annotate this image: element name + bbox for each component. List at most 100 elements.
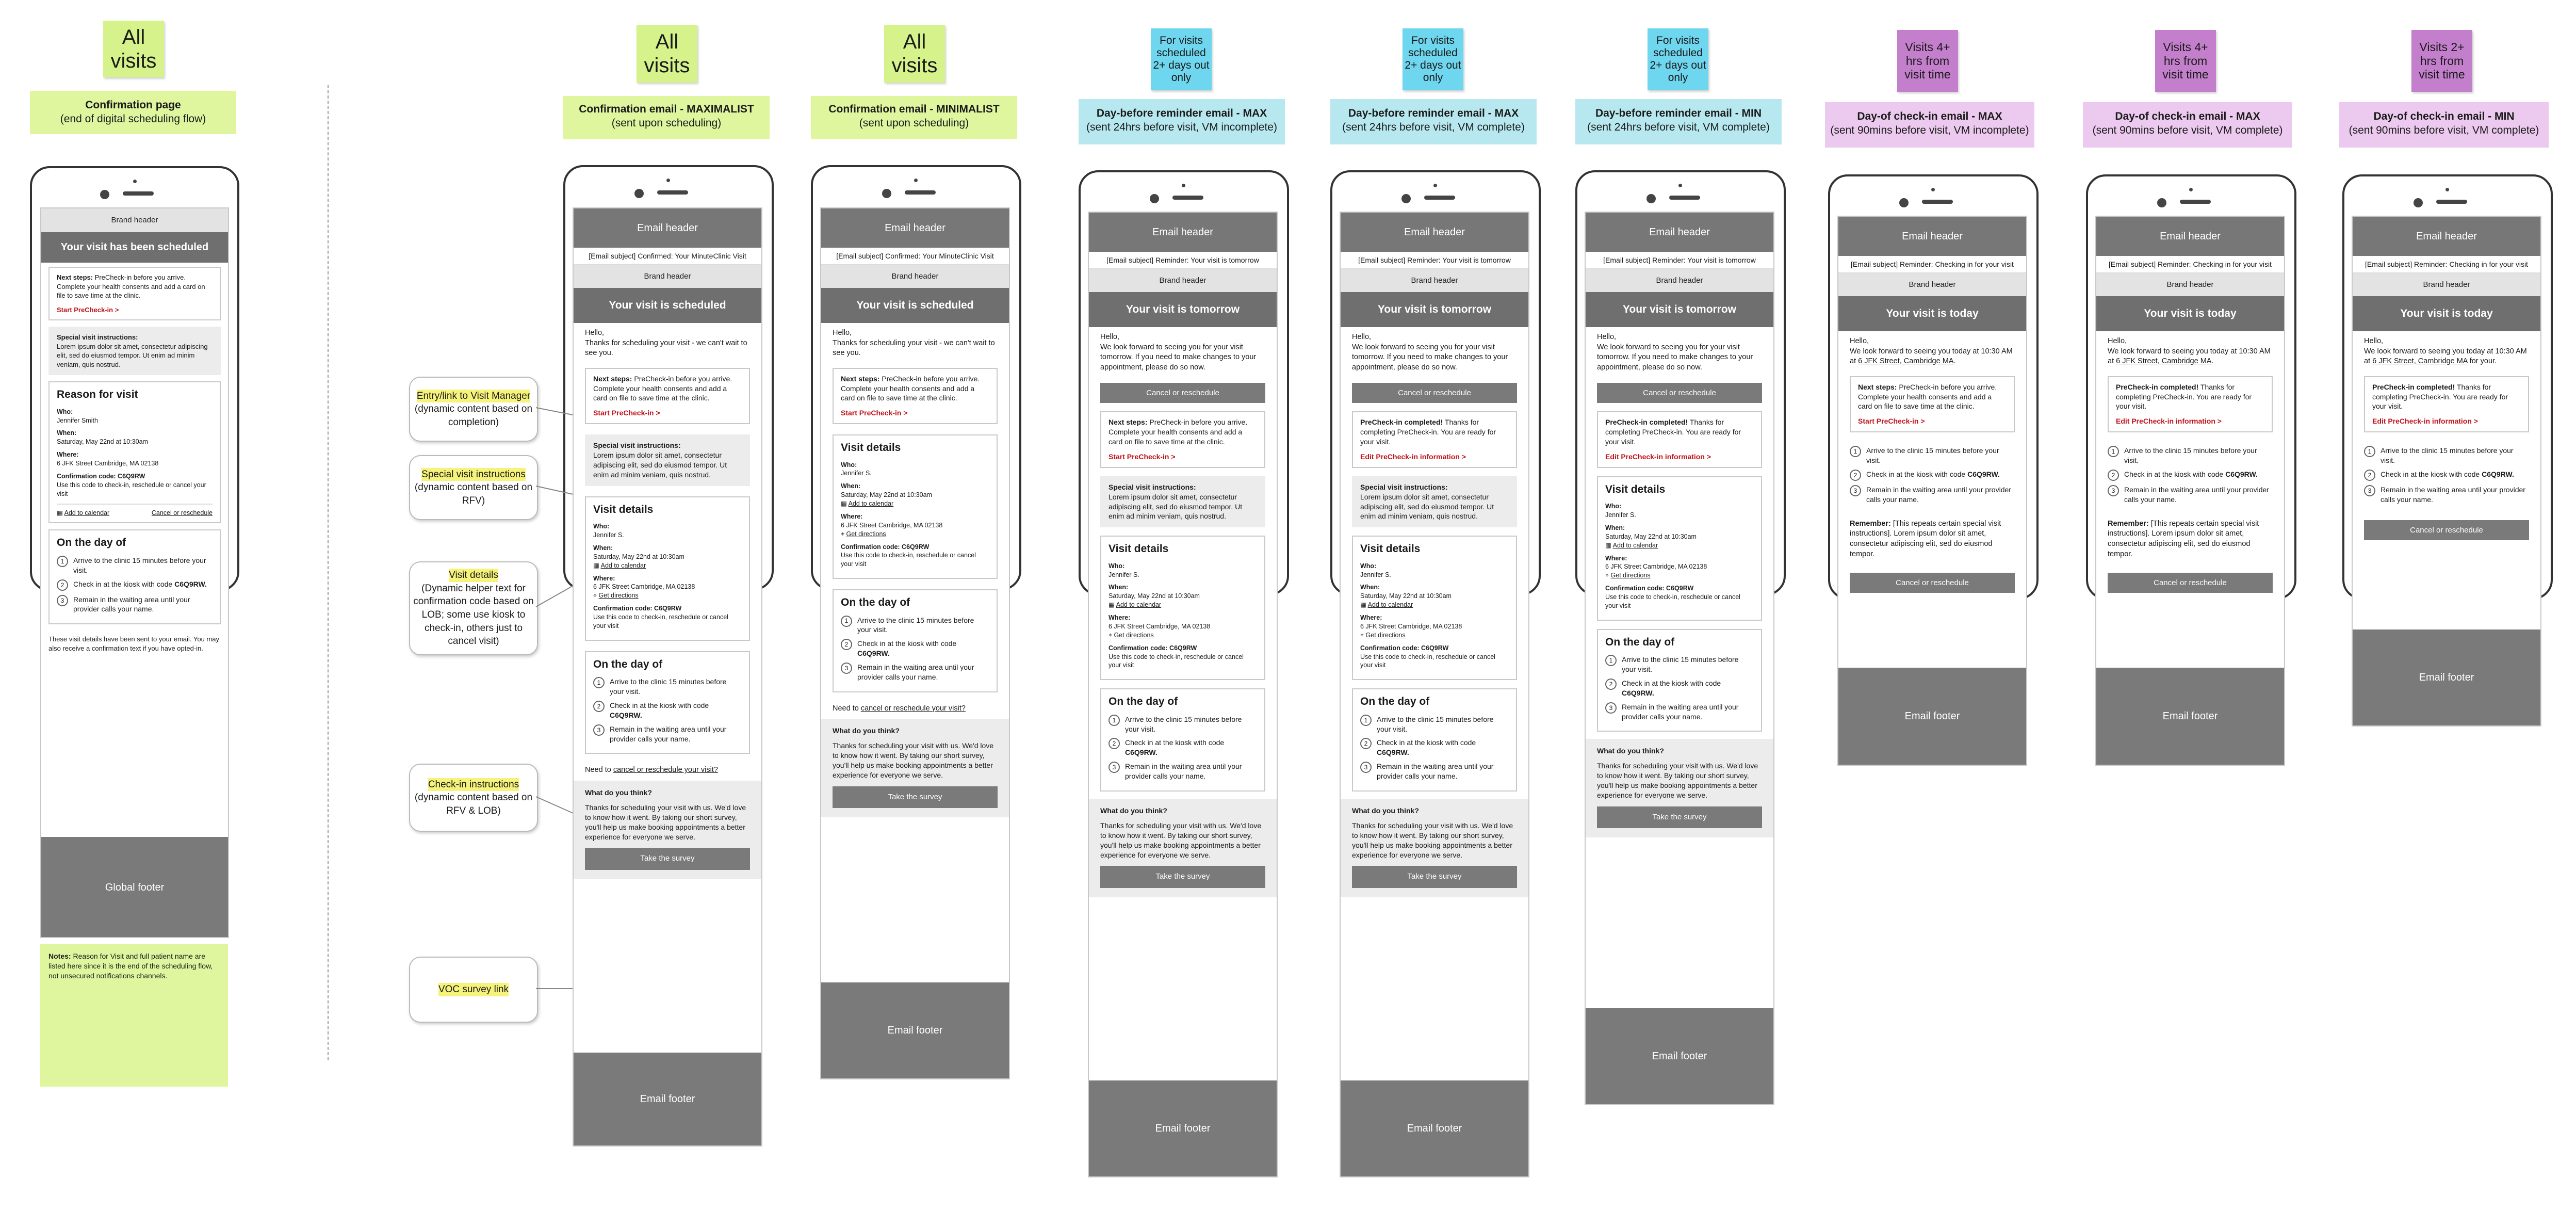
callout-heading: Special visit instructions [421,467,526,481]
take-survey-button[interactable]: Take the survey [1100,866,1265,888]
precheck-complete-box: PreCheck-in completed! Thanks for comple… [1597,411,1762,468]
start-precheck-link[interactable]: Start PreCheck-in > [593,409,660,417]
edit-precheck-link[interactable]: Edit PreCheck-in information > [1360,452,1466,461]
cancel-reschedule-button[interactable]: Cancel or reschedule [1100,383,1265,403]
sticky-note: All visits [884,25,945,83]
get-directions-link[interactable]: ⌖ Get directions [593,592,639,599]
confirmation-page: Brand header Your visit has been schedul… [40,207,229,938]
greeting: Hello,Thanks for scheduling your visit -… [821,323,1009,364]
step-number: 3 [1108,762,1120,773]
add-to-calendar-link[interactable]: ▦ Add to calendar [1360,601,1413,608]
cancel-reschedule-link[interactable]: cancel or reschedule your visit? [860,704,966,713]
who-label: Who: [57,408,73,415]
start-precheck-link[interactable]: Start PreCheck-in > [1108,452,1176,461]
when-label: When: [1108,584,1129,591]
cancel-reschedule-button[interactable]: Cancel or reschedule [2108,573,2273,593]
precheck-complete-box: PreCheck-in completed! Thanks for comple… [1352,411,1517,468]
add-to-calendar-link[interactable]: ▦ Add to calendar [1605,542,1658,549]
section-title: Visit details [1108,543,1169,555]
cancel-reschedule-link[interactable]: Cancel or reschedule [151,509,213,516]
sticky-note: All visits [103,21,164,77]
cancel-reschedule-button[interactable]: Cancel or reschedule [1850,573,2015,593]
callout-heading: Visit details [449,569,498,582]
precheck-complete-box: PreCheck-in completed! Thanks for comple… [2364,376,2529,433]
email-header: Email header [821,208,1009,248]
step-code: C6Q9RW. [1622,688,1654,697]
get-directions-link[interactable]: ⌖ Get directions [1605,572,1651,579]
intro-end: . [2211,357,2214,366]
step-text: Arrive to the clinic 15 minutes before y… [1622,655,1739,674]
greeting: Hello,Thanks for scheduling your visit -… [574,323,761,364]
cancel-reschedule-button[interactable]: Cancel or reschedule [1597,383,1762,403]
address-link[interactable]: 6 JFK Street, Cambridge MA [2372,357,2468,366]
start-precheck-link[interactable]: Start PreCheck-in > [1858,417,1925,426]
pin-icon: ⌖ [841,530,845,538]
email-footer: Email footer [2353,629,2540,725]
email-confirmation-max: Email header [Email subject] Confirmed: … [573,207,762,1147]
email-day-of-min: Email header [Email subject] Reminder: C… [2352,216,2541,726]
take-survey-button[interactable]: Take the survey [585,848,750,870]
get-directions-link[interactable]: ⌖ Get directions [841,530,886,538]
edit-precheck-link[interactable]: Edit PreCheck-in information > [1605,452,1711,461]
who-label: Who: [841,461,857,469]
where-value: 6 JFK Street Cambridge, MA 02138 [841,521,943,529]
precheck-done-label: PreCheck-in completed! [2372,382,2455,391]
step-number: 3 [1360,762,1372,773]
edit-precheck-link[interactable]: Edit PreCheck-in information > [2116,417,2222,426]
where-value: 6 JFK Street Cambridge, MA 02138 [1108,622,1211,630]
start-precheck-link[interactable]: Start PreCheck-in > [841,409,908,417]
add-to-calendar-link[interactable]: ▦ Add to calendar [593,562,646,569]
column-label: Day-before reminder email - MAX(sent 24h… [1330,99,1537,144]
next-steps-box: Next steps: PreCheck-in before you arriv… [585,367,750,425]
cancel-reschedule-link[interactable]: cancel or reschedule your visit? [613,766,718,774]
step-text: Remain in the waiting area until your pr… [1866,486,2011,504]
confirmation-help: Use this code to check-in, reschedule or… [1360,653,1495,669]
email-footer: Email footer [574,1053,761,1145]
visit-details-box: Visit details Who:Jennifer S. When:Satur… [833,434,998,579]
step-number: 3 [1850,485,1861,497]
connector-line [535,583,578,607]
remember-text: Remember: [This repeats certain special … [2096,514,2284,564]
step-text: Arrive to the clinic 15 minutes before y… [610,677,727,696]
email-footer: Email footer [1838,668,2026,765]
voc-title: What do you think? [833,726,900,735]
email-footer: Email footer [821,982,1009,1078]
intro-text: We look forward to seeing you today at 1… [2364,347,2527,366]
edit-precheck-link[interactable]: Edit PreCheck-in information > [2372,417,2478,426]
callout-visit-manager: Entry/link to Visit Manager(dynamic cont… [409,377,538,442]
address-link[interactable]: 6 JFK Street, Cambridge MA [2116,357,2212,366]
email-title: Your visit is today [2096,296,2284,331]
take-survey-button[interactable]: Take the survey [833,786,998,809]
start-precheck-link[interactable]: Start PreCheck-in > [57,305,119,314]
add-to-calendar-link[interactable]: ▦ Add to calendar [57,509,109,518]
email-header: Email header [1838,217,2026,256]
email-footer: Email footer [1341,1080,1528,1176]
address-link[interactable]: 6 JFK Street, Cambridge MA [1858,357,1954,366]
step-number: 2 [1108,738,1120,750]
section-title: On the day of [1605,636,1675,648]
step-text: Arrive to the clinic 15 minutes before y… [1125,715,1242,733]
connector-line [535,796,578,816]
add-to-calendar-link[interactable]: ▦ Add to calendar [841,500,893,507]
section-title: Visit details [593,503,654,515]
take-survey-button[interactable]: Take the survey [1597,806,1762,829]
section-title: On the day of [1108,696,1178,708]
calendar-icon: ▦ [1360,601,1366,609]
add-to-calendar-link[interactable]: ▦ Add to calendar [1108,601,1161,608]
callout-heading: VOC survey link [438,983,509,996]
cancel-reschedule-button[interactable]: Cancel or reschedule [2364,520,2529,540]
when-label: When: [1605,524,1625,531]
take-survey-button[interactable]: Take the survey [1352,866,1517,888]
get-directions-link[interactable]: ⌖ Get directions [1108,632,1154,639]
email-header: Email header [574,208,761,248]
intro-text: We look forward to seeing you for your v… [1597,343,1753,372]
column-label: Day-before reminder email - MIN(sent 24h… [1575,99,1782,144]
step-number: 2 [841,639,852,651]
cancel-reschedule-button[interactable]: Cancel or reschedule [1352,383,1517,403]
special-instructions-box: Special visit instructions:Lorem ipsum d… [585,434,750,486]
get-directions-link[interactable]: ⌖ Get directions [1360,632,1406,639]
